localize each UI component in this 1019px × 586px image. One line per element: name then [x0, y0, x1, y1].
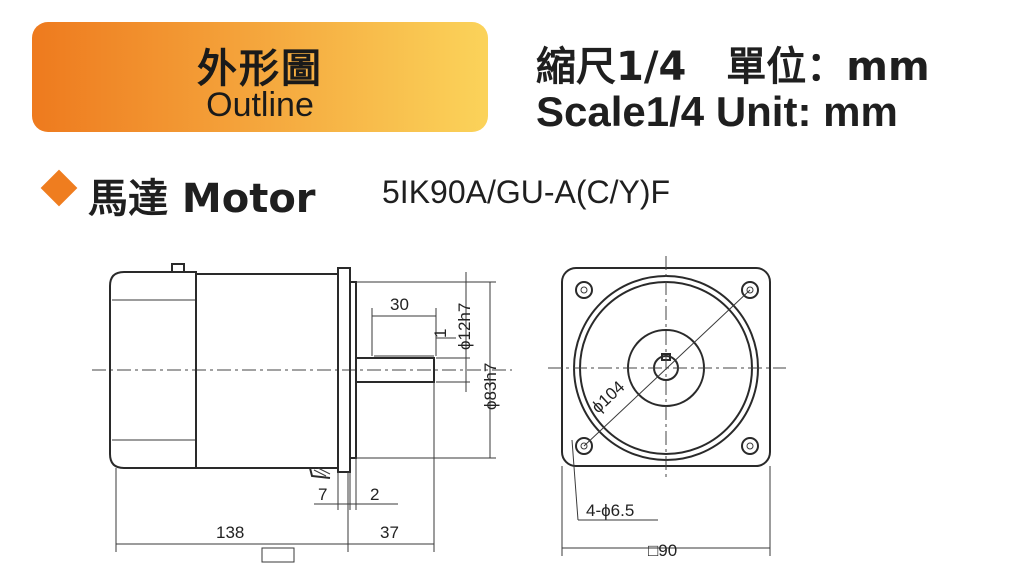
banner-title-en: Outline	[206, 86, 314, 124]
dim-pcd: ϕ104	[588, 377, 629, 417]
dim-square-size: □90	[648, 541, 677, 560]
mount-hole-bottom-left	[575, 437, 593, 455]
title-banner: 外形圖 Outline	[32, 22, 488, 132]
dim-flange-thickness: 7	[318, 485, 327, 504]
dim-shaft-length: 30	[390, 295, 409, 314]
hole-leader-line	[571, 439, 579, 521]
dim-pilot-length: 2	[370, 485, 379, 504]
blank-box	[261, 547, 295, 563]
model-number: 5IK90A/GU-A(C/Y)F	[382, 174, 671, 210]
mount-hole-top-right	[741, 281, 759, 299]
mount-hole-tl-center	[580, 286, 588, 294]
dim-pilot-diameter: ϕ83h7	[481, 363, 500, 410]
mount-hole-tr-center	[746, 286, 754, 294]
lead-wire	[309, 467, 331, 479]
motor-body	[195, 273, 339, 469]
dim-shaft-diameter: ϕ12h7	[455, 303, 474, 350]
motor-rear-cap	[109, 271, 197, 469]
motor-pilot	[349, 281, 357, 459]
mount-hole-bl-center	[580, 442, 588, 450]
front-view: ϕ104 4-ϕ6.5 □90	[548, 256, 786, 560]
dim-key-depth: 1	[431, 329, 450, 338]
scale-unit-en: Scale1/4 Unit: mm	[536, 88, 898, 135]
dim-body-length: 138	[216, 523, 244, 542]
section-title: 馬達 Motor	[88, 176, 316, 222]
mount-hole-bottom-right	[741, 437, 759, 455]
pcd-diagonal-line	[583, 289, 751, 447]
mount-hole-br-center	[746, 442, 754, 450]
mount-hole-top-left	[575, 281, 593, 299]
dim-mount-holes: 4-ϕ6.5	[586, 501, 634, 520]
motor-shaft	[356, 357, 435, 383]
banner-title-zh: 外形圖	[197, 46, 323, 92]
scale-unit-zh: 縮尺1/4 單位：mm	[536, 44, 930, 90]
side-view: 30 1 ϕ12h7 ϕ83h7 7 2 138 37	[92, 263, 512, 563]
rear-cap-bump	[171, 263, 185, 272]
lead-wire-hatch	[313, 467, 331, 477]
dim-front-length: 37	[380, 523, 399, 542]
